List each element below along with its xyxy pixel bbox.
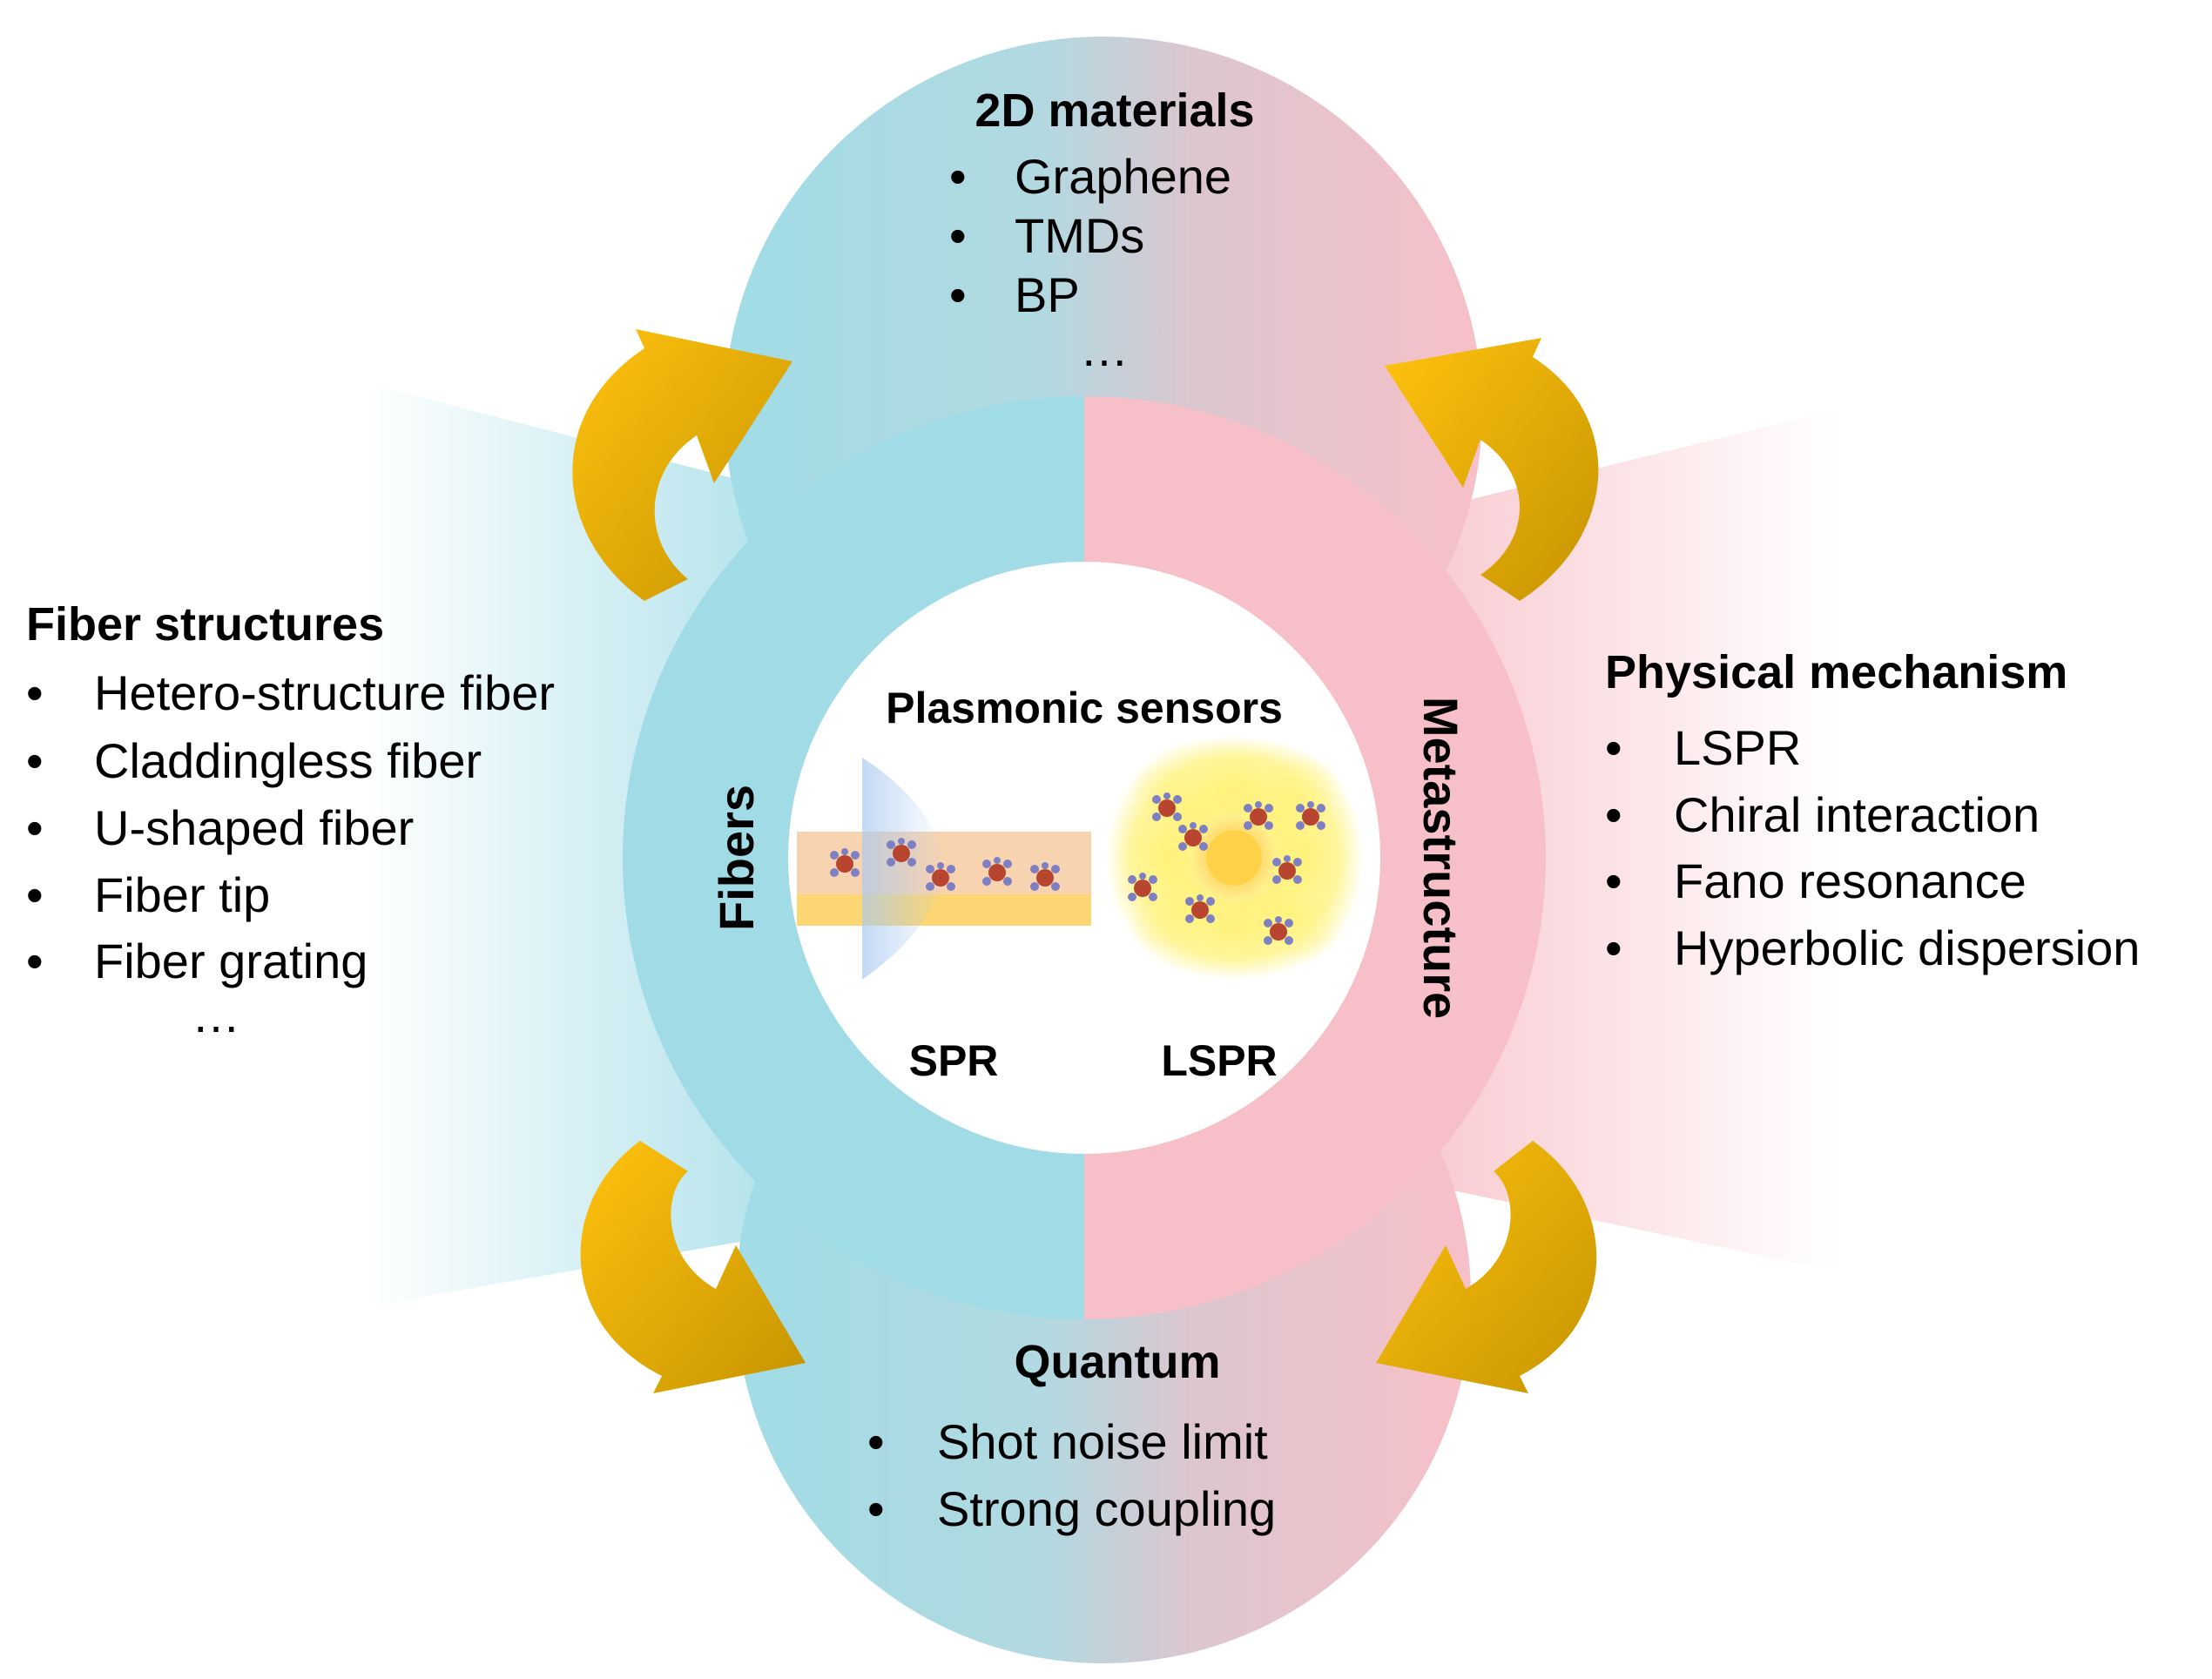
bottom-bullet: • xyxy=(867,1414,885,1469)
right-item: Chiral interaction xyxy=(1674,787,2040,842)
left-item: Hetero-structure fiber xyxy=(94,665,555,720)
bottom-heading: Quantum xyxy=(1015,1336,1221,1388)
left-bullet: • xyxy=(26,733,44,788)
left-item: Claddingless fiber xyxy=(94,733,482,788)
top-bullet: • xyxy=(949,267,967,322)
top-item: Graphene xyxy=(1015,149,1231,204)
lspr-label: LSPR xyxy=(1161,1036,1277,1085)
right-heading: Physical mechanism xyxy=(1605,646,2067,698)
curved-arrow-icon xyxy=(1376,1141,1597,1393)
top-item: TMDs xyxy=(1015,208,1144,263)
right-bullet: • xyxy=(1605,920,1622,975)
left-bullet: • xyxy=(26,800,44,855)
left-bullet: • xyxy=(26,867,44,922)
top-bullet: • xyxy=(949,208,967,263)
spr-label: SPR xyxy=(909,1036,999,1085)
right-bullet: • xyxy=(1605,853,1622,908)
spr-illustration xyxy=(797,758,1091,980)
right-item: Fano resonance xyxy=(1674,853,2027,908)
right-item: LSPR xyxy=(1674,720,1801,775)
left-ellipsis: … xyxy=(192,988,240,1042)
curved-arrow-icon xyxy=(572,329,792,601)
lspr-illustration xyxy=(1106,736,1363,980)
top-item: BP xyxy=(1015,267,1080,322)
left-heading: Fiber structures xyxy=(26,598,384,651)
top-ellipsis: … xyxy=(1080,321,1129,376)
right-item: Hyperbolic dispersion xyxy=(1674,920,2140,975)
bottom-bullet: • xyxy=(867,1481,885,1536)
left-item: Fiber grating xyxy=(94,934,368,988)
right-bullet: • xyxy=(1605,787,1622,842)
left-bullet: • xyxy=(26,665,44,720)
left-item: U-shaped fiber xyxy=(94,800,414,855)
ring-label-fibers: Fibers xyxy=(709,785,764,931)
right-bullet: • xyxy=(1605,720,1622,775)
top-bullet: • xyxy=(949,149,967,204)
bottom-item: Shot noise limit xyxy=(937,1414,1268,1469)
top-heading: 2D materials xyxy=(974,84,1254,137)
curved-arrow-icon xyxy=(1385,338,1599,601)
bottom-item: Strong coupling xyxy=(937,1481,1276,1536)
left-bullet: • xyxy=(26,934,44,988)
ring-label-metastructure: Metastructure xyxy=(1413,697,1468,1019)
left-item: Fiber tip xyxy=(94,867,270,922)
curved-arrow-icon xyxy=(580,1141,806,1393)
core-title: Plasmonic sensors xyxy=(886,684,1283,732)
